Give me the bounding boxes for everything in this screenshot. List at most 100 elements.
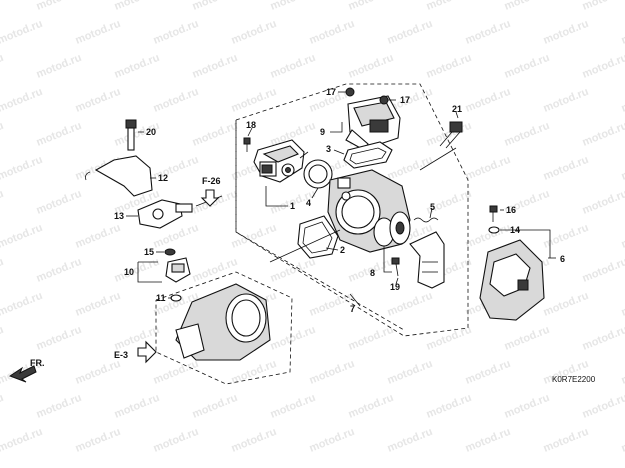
watermark-text: motod.ru	[0, 222, 44, 251]
watermark-text: motod.ru	[425, 324, 474, 353]
callout-11: 11	[156, 293, 166, 303]
callout-15: 15	[144, 247, 154, 257]
watermark-text: motod.ru	[347, 0, 396, 13]
callout-5: 5	[430, 202, 435, 212]
watermark-text: motod.ru	[386, 358, 435, 387]
watermark-text: motod.ru	[0, 120, 5, 149]
watermark-text: motod.ru	[152, 358, 201, 387]
watermark-text: motod.ru	[0, 52, 5, 81]
callout-16: 16	[506, 205, 516, 215]
watermark-text: motod.ru	[74, 222, 123, 251]
watermark-text: motod.ru	[542, 154, 591, 183]
joint-13	[137, 199, 193, 229]
callout-7: 7	[350, 304, 355, 314]
callout-19: 19	[390, 282, 400, 292]
injector-10	[165, 257, 191, 283]
spring-5	[413, 217, 439, 223]
callout-13: 13	[114, 211, 124, 221]
watermark-text: motod.ru	[35, 188, 84, 217]
callout-6: 6	[560, 254, 565, 264]
watermark-text: motod.ru	[542, 222, 591, 251]
watermark-text: motod.ru	[581, 392, 625, 421]
watermark-text: motod.ru	[230, 426, 279, 455]
watermark-text: motod.ru	[0, 0, 5, 13]
watermark-text: motod.ru	[0, 154, 44, 183]
o-ring-3	[343, 141, 393, 169]
watermark-text: motod.ru	[386, 154, 435, 183]
ref-e3-label: E-3	[114, 350, 128, 360]
bolt-20	[125, 119, 137, 151]
front-label: FR.	[30, 358, 45, 368]
screw-17-left	[345, 87, 355, 97]
watermark-text: motod.ru	[620, 426, 625, 455]
watermark-text: motod.ru	[581, 324, 625, 353]
watermark-text: motod.ru	[0, 256, 5, 285]
o-ring-15	[164, 248, 176, 256]
watermark-text: motod.ru	[0, 392, 5, 421]
watermark-text: motod.ru	[464, 86, 513, 115]
watermark-text: motod.ru	[74, 426, 123, 455]
callout-17b: 17	[400, 95, 410, 105]
watermark-text: motod.ru	[0, 324, 5, 353]
watermark-text: motod.ru	[464, 426, 513, 455]
watermark-text: motod.ru	[581, 188, 625, 217]
bracket-8	[409, 231, 445, 289]
watermark-text: motod.ru	[0, 290, 44, 319]
callout-3: 3	[326, 144, 331, 154]
fuel-pipe-12	[85, 155, 153, 197]
watermark-text: motod.ru	[386, 290, 435, 319]
callout-18: 18	[246, 120, 256, 130]
watermark-text: motod.ru	[581, 256, 625, 285]
watermark-text: motod.ru	[581, 120, 625, 149]
callout-8: 8	[370, 268, 375, 278]
watermark-text: motod.ru	[152, 18, 201, 47]
gasket-4	[303, 159, 333, 189]
watermark-text: motod.ru	[542, 18, 591, 47]
watermark-text: motod.ru	[191, 0, 240, 13]
watermark-text: motod.ru	[113, 256, 162, 285]
map-sensor-assembly	[253, 139, 309, 183]
watermark-text: motod.ru	[347, 52, 396, 81]
watermark-text: motod.ru	[152, 426, 201, 455]
assembly-outline-main	[235, 83, 469, 337]
watermark-text: motod.ru	[425, 392, 474, 421]
leader-lines	[126, 91, 556, 307]
watermark-text: motod.ru	[542, 86, 591, 115]
watermark-text: motod.ru	[74, 358, 123, 387]
diagram-code: K0R7E2200	[552, 375, 596, 384]
bolt-19	[391, 257, 400, 277]
watermark-text: motod.ru	[152, 86, 201, 115]
watermark-text: motod.ru	[620, 222, 625, 251]
watermark-text: motod.ru	[35, 256, 84, 285]
watermark-text: motod.ru	[425, 52, 474, 81]
watermark-text: motod.ru	[0, 86, 44, 115]
watermark-text: motod.ru	[503, 324, 552, 353]
bolt-16	[489, 205, 498, 222]
watermark-text: motod.ru	[620, 358, 625, 387]
watermark-text: motod.ru	[191, 120, 240, 149]
watermark-text: motod.ru	[0, 426, 44, 455]
throttle-body	[327, 169, 411, 253]
ref-f26-label: F-26	[202, 176, 221, 186]
intake-outline	[155, 271, 293, 385]
watermark-text: motod.ru	[581, 52, 625, 81]
watermark-text: motod.ru	[620, 86, 625, 115]
watermark-text: motod.ru	[503, 0, 552, 13]
watermark-text: motod.ru	[35, 392, 84, 421]
watermark-text: motod.ru	[464, 154, 513, 183]
callout-12: 12	[158, 173, 168, 183]
watermark-text: motod.ru	[542, 426, 591, 455]
callout-17a: 17	[326, 87, 336, 97]
watermark-text: motod.ru	[230, 222, 279, 251]
bolt-21	[439, 121, 463, 149]
watermark-text: motod.ru	[113, 52, 162, 81]
callout-20: 20	[146, 127, 156, 137]
watermark-text: motod.ru	[425, 0, 474, 13]
watermark-text: motod.ru	[581, 0, 625, 13]
watermark-text: motod.ru	[269, 52, 318, 81]
cover-6	[479, 239, 545, 321]
watermark-text: motod.ru	[464, 18, 513, 47]
watermark-text: motod.ru	[347, 392, 396, 421]
watermark-text: motod.ru	[308, 426, 357, 455]
watermark-text: motod.ru	[620, 154, 625, 183]
